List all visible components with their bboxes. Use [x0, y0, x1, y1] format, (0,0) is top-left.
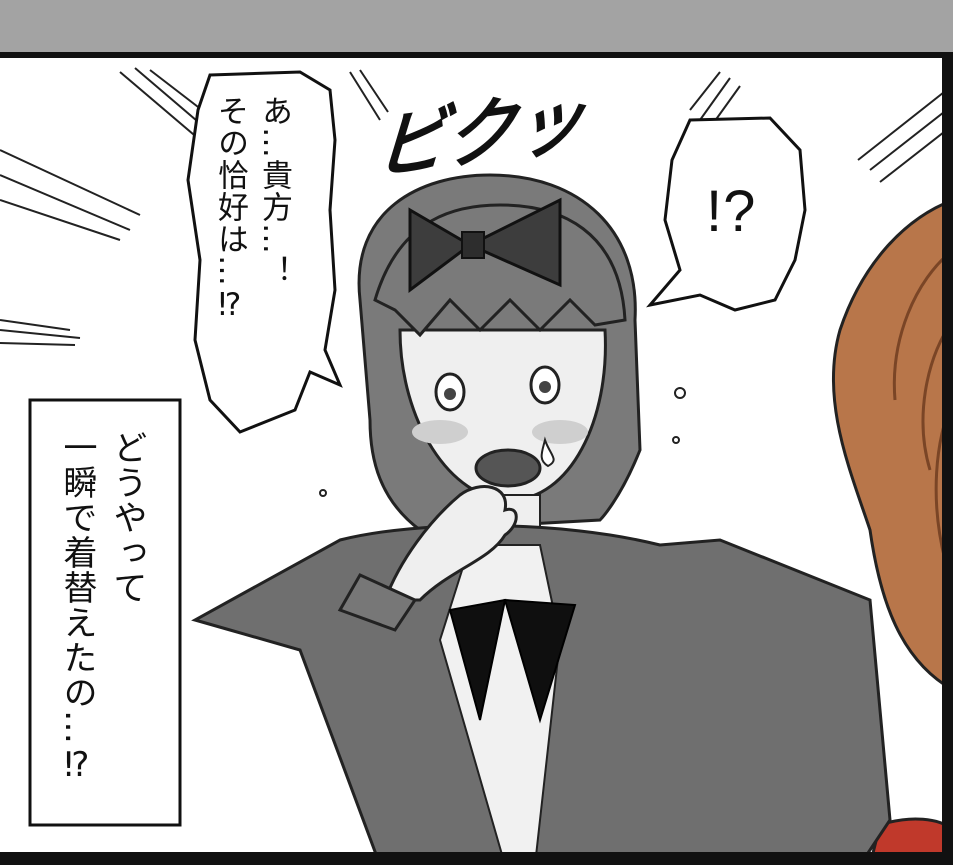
caption-text: どうやって 一瞬で着替えたの…⁉ — [57, 430, 147, 786]
left-speech-text: あ…貴方…！ その恰好は…⁉ — [212, 95, 292, 324]
right-character-hair — [832, 198, 953, 692]
raised-hand — [382, 485, 518, 602]
right-speech-bubble — [646, 116, 807, 312]
neck-ribbon — [448, 598, 577, 724]
left-speech-bubble — [186, 70, 343, 434]
caption-box — [28, 398, 182, 827]
top-gray-band — [0, 0, 953, 58]
right-speech-text: !? — [706, 179, 757, 244]
open-mouth — [474, 448, 542, 488]
